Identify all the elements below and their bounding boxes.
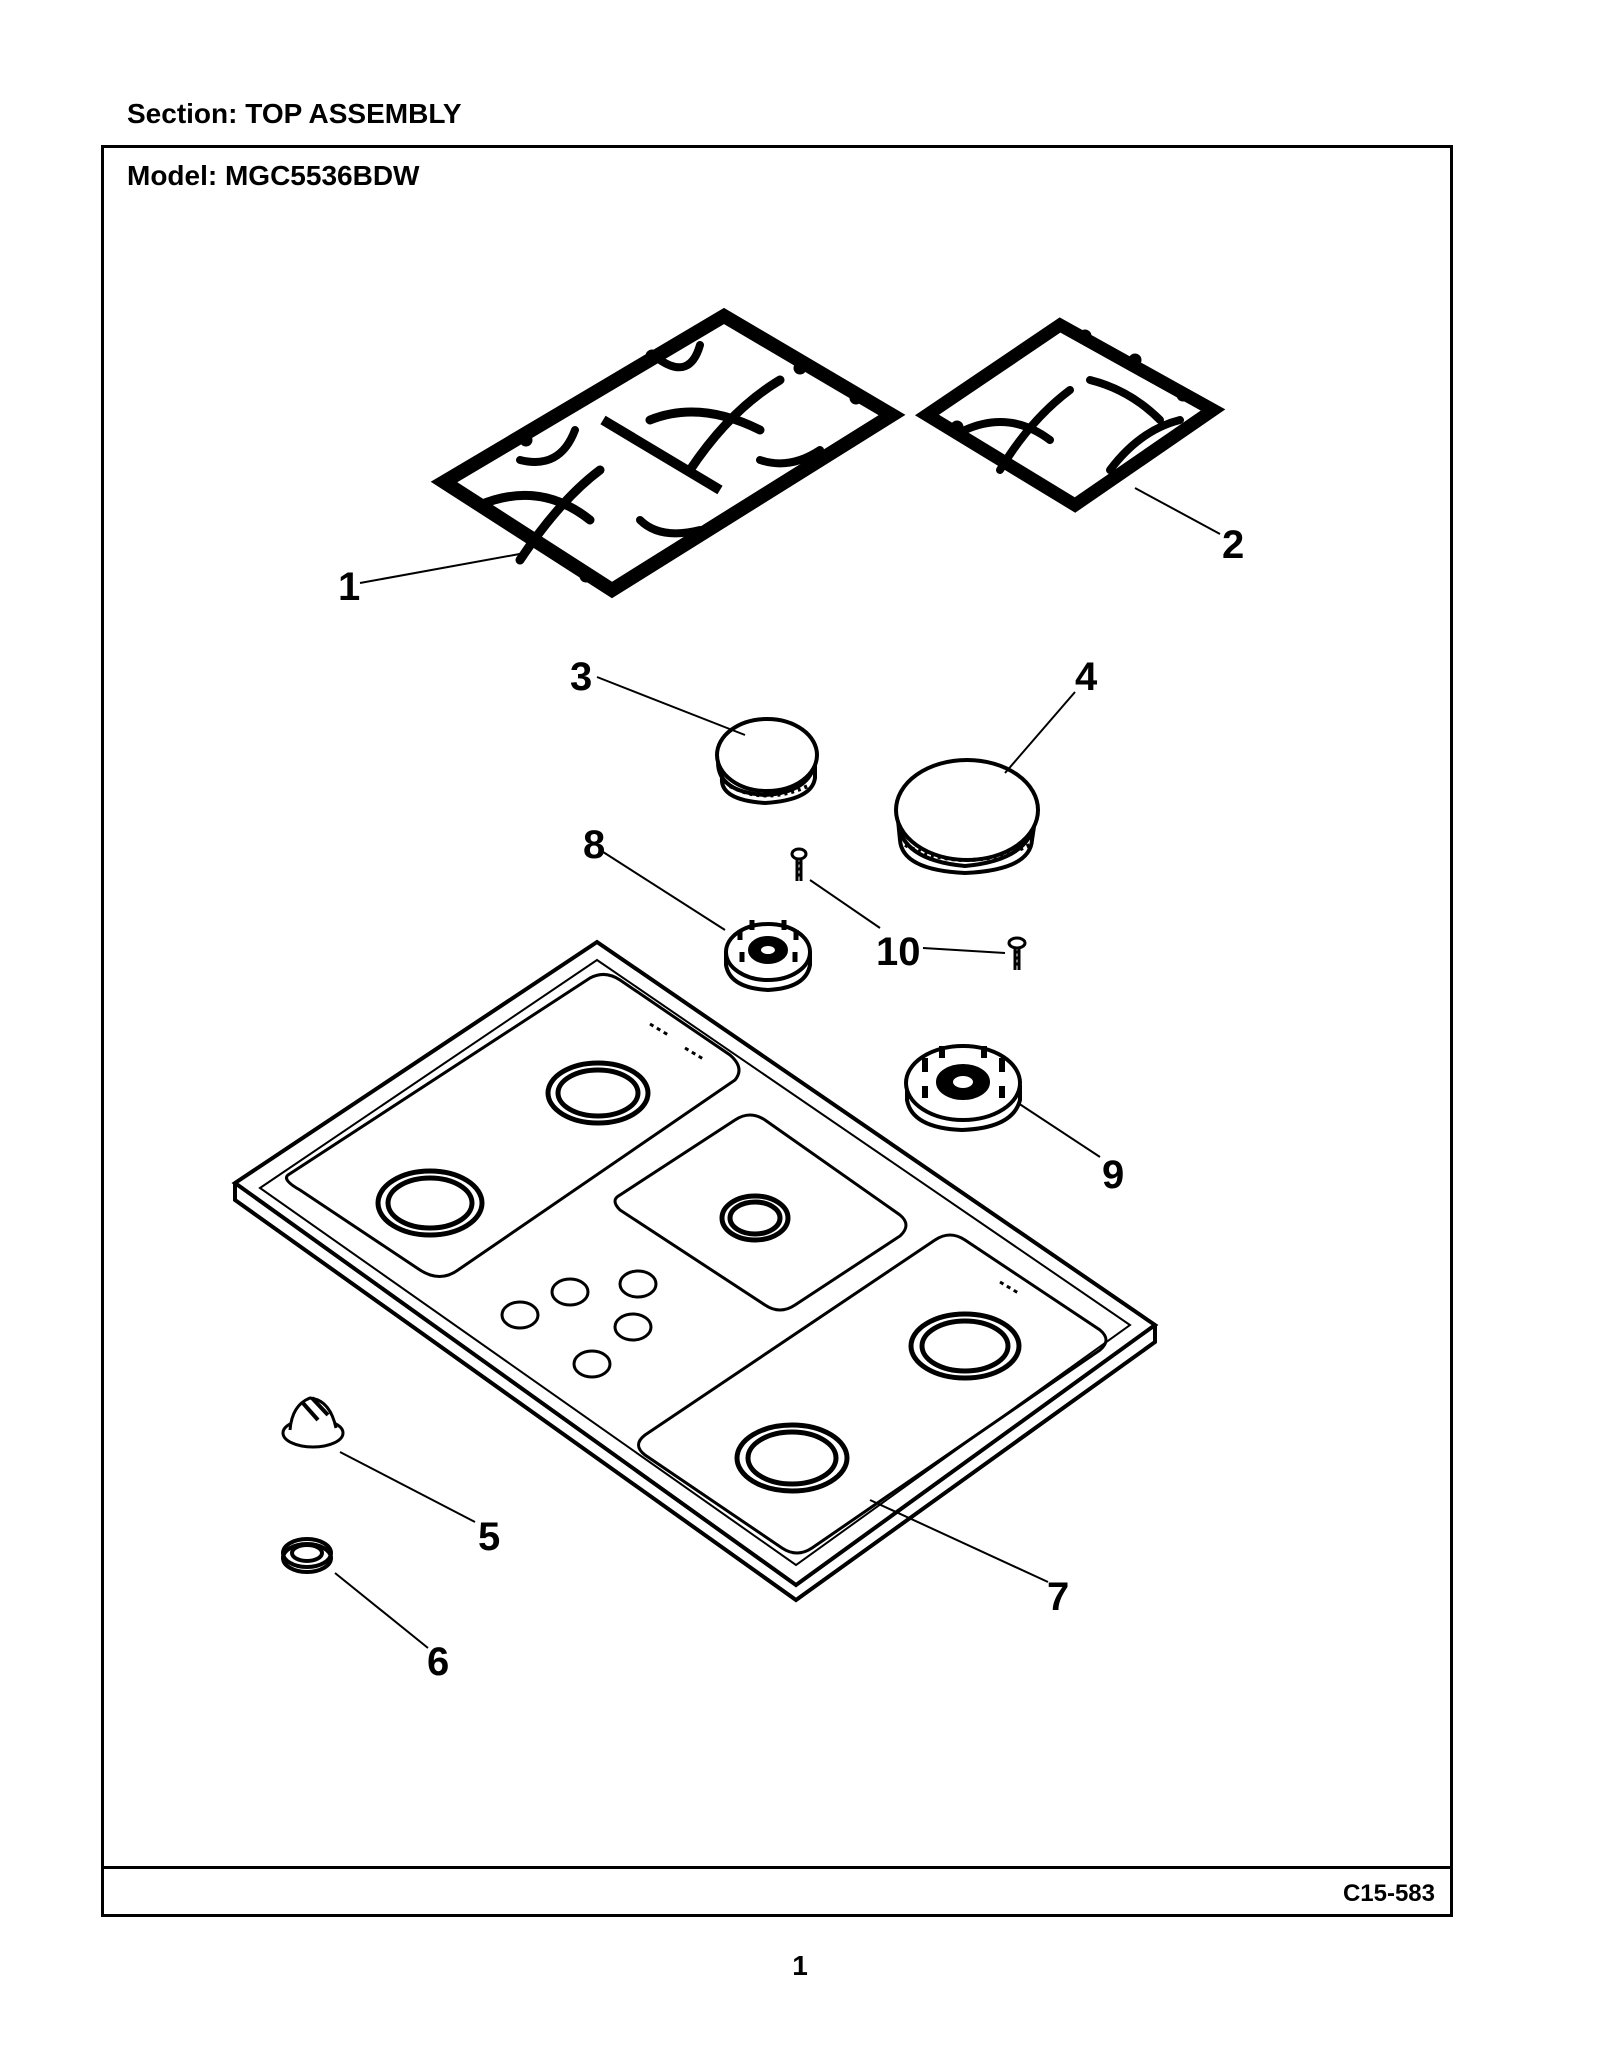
callout-9: 9 (1102, 1153, 1124, 1197)
callout-7: 7 (1047, 1575, 1069, 1619)
drawing-code: C15-583 (1342, 1880, 1435, 1907)
small-burner-head (724, 920, 812, 993)
large-burner-cap (894, 758, 1040, 876)
callout-3: 3 (570, 655, 592, 699)
page-number: 1 (792, 1950, 808, 1981)
callout-labels: 1 2 3 4 5 6 7 8 9 10 (338, 523, 1244, 1684)
knob-bezel-ring (281, 1537, 333, 1574)
section-title: Section: TOP ASSEMBLY (127, 98, 462, 129)
callout-6: 6 (427, 1640, 449, 1684)
single-grate (914, 317, 1226, 513)
cooktop-main-top (231, 939, 1159, 1603)
model-title: Model: MGC5536BDW (127, 160, 420, 191)
callout-8: 8 (583, 823, 605, 867)
leader-lines (334, 487, 1221, 1649)
callout-5: 5 (478, 1515, 500, 1559)
callout-1: 1 (338, 565, 360, 609)
double-grate (430, 307, 906, 599)
callout-4: 4 (1075, 655, 1098, 699)
screw (1007, 936, 1027, 970)
small-burner-cap (715, 717, 819, 806)
control-knob (281, 1396, 345, 1449)
callout-10: 10 (876, 930, 921, 974)
callout-2: 2 (1222, 523, 1244, 567)
footer-divider (101, 1866, 1453, 1869)
diagram-frame (101, 145, 1453, 1917)
screw (790, 847, 808, 881)
large-burner-head (904, 1044, 1022, 1133)
